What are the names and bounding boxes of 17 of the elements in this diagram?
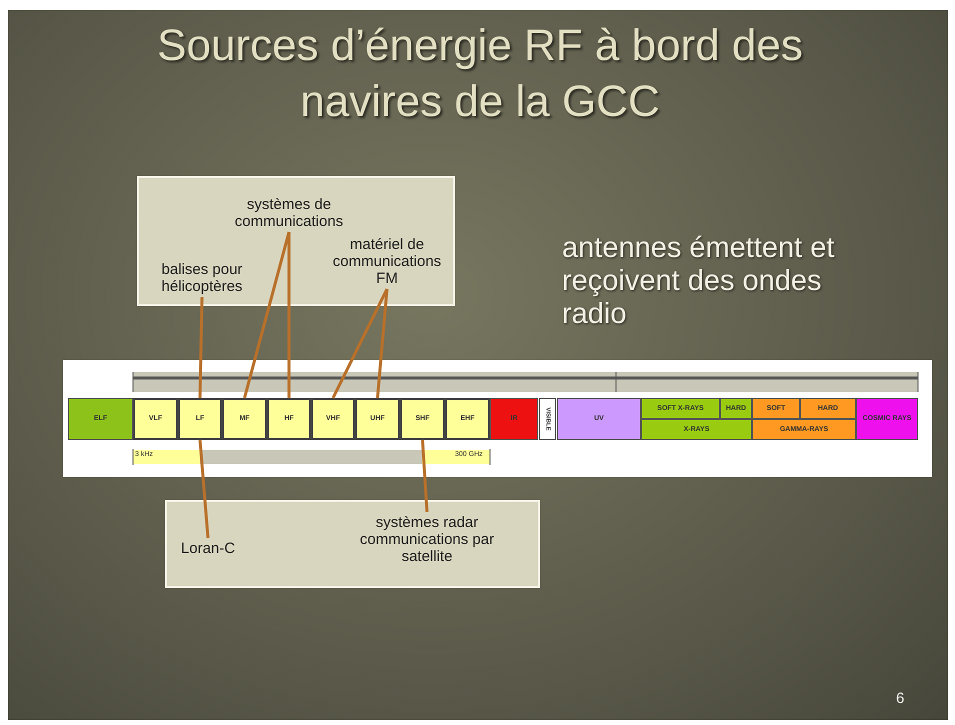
- leader-line: [198, 440, 210, 538]
- callout-text: systèmes de communications: [209, 196, 369, 230]
- callout-text: Loran-C: [173, 540, 243, 557]
- page-number: 6: [896, 690, 904, 707]
- callout-text: balises pour hélicoptères: [147, 261, 257, 295]
- side-note: antennes émettent et reçoivent des ondes radio: [562, 232, 836, 331]
- leader-line: [198, 296, 204, 398]
- leader-line: [376, 288, 388, 398]
- leader-line: [421, 440, 428, 512]
- leader-line: [243, 232, 290, 398]
- leader-line: [332, 288, 388, 399]
- callout-text: systèmes radar communications par satellite: [342, 514, 512, 565]
- callout-text: matériel de communications FM: [322, 236, 452, 287]
- slide-title: Sources d’énergie RF à bord des navires de la GCC: [156, 20, 804, 128]
- callout-panel: [137, 176, 455, 306]
- callout-panel: [165, 500, 540, 588]
- leader-line: [288, 232, 290, 398]
